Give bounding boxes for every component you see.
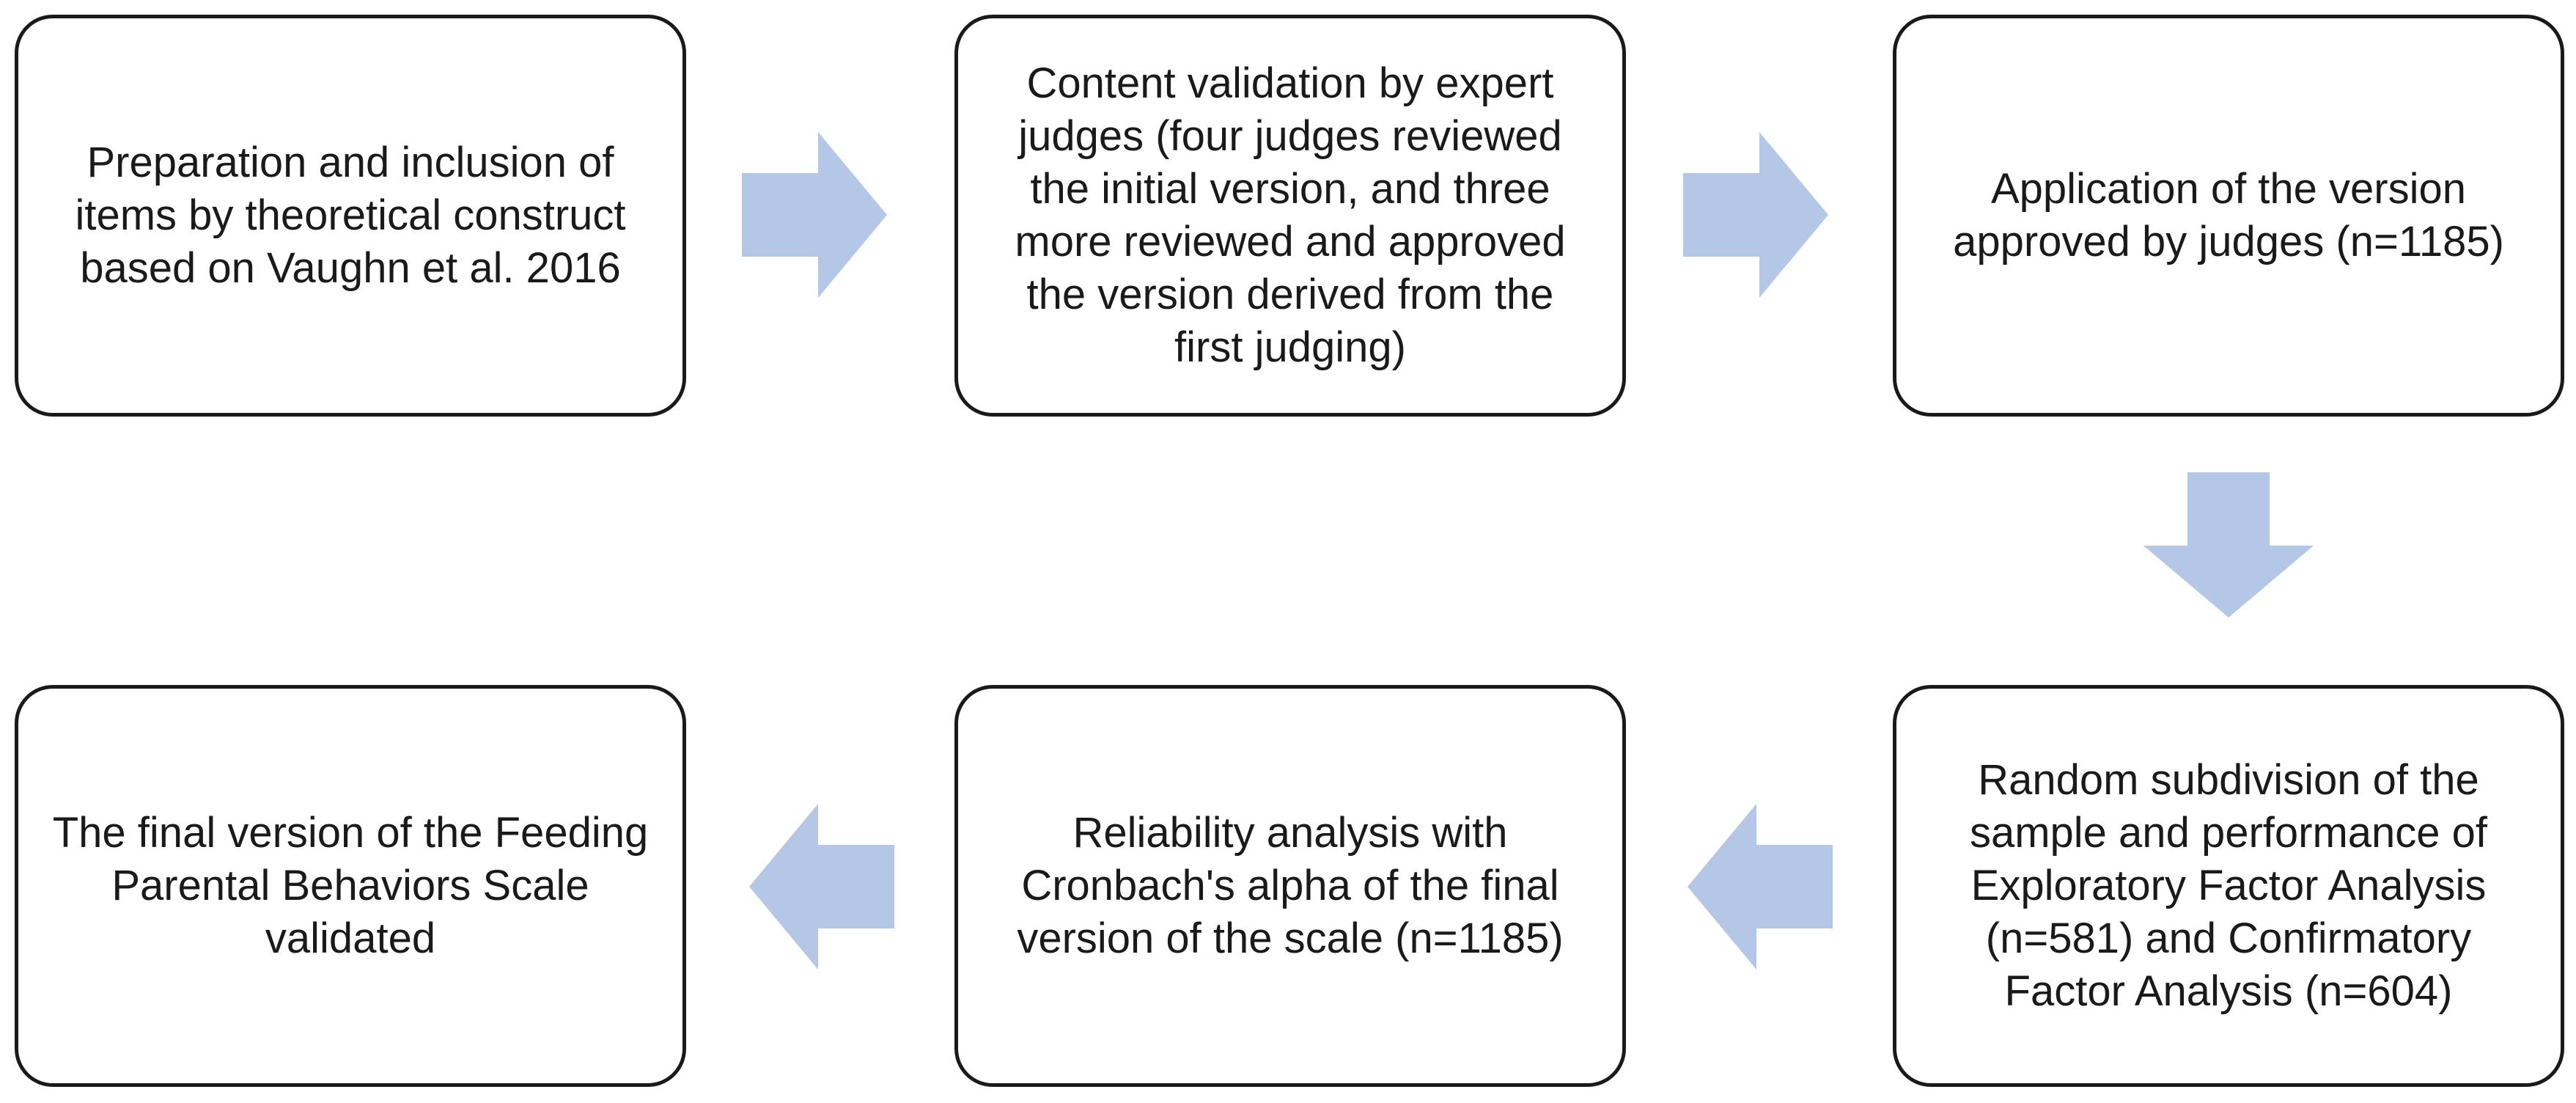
- step-6-text: The final version of the Feeding Parenta…: [52, 809, 649, 962]
- step-1-text: Preparation and inclusion of items by th…: [75, 139, 626, 292]
- step-4-box: Random subdivision of the sample and per…: [1893, 685, 2564, 1087]
- step-4-text: Random subdivision of the sample and per…: [1969, 756, 2488, 1015]
- arrow-2-3-shape: [1683, 132, 1828, 298]
- step-5-box: Reliability analysis with Cronbach's alp…: [954, 685, 1626, 1087]
- arrow-down-icon: [2143, 472, 2314, 618]
- arrow-left-icon: [749, 804, 894, 970]
- arrow-4-5-shape: [1688, 804, 1833, 970]
- arrow-right-icon: [1683, 132, 1828, 298]
- arrow-right-icon: [742, 132, 887, 298]
- step-3-text: Application of the version approved by j…: [1953, 165, 2504, 265]
- step-1-box: Preparation and inclusion of items by th…: [15, 15, 686, 417]
- step-2-text: Content validation by expert judges (fou…: [1015, 59, 1566, 371]
- step-2-box: Content validation by expert judges (fou…: [954, 15, 1626, 417]
- step-5-text: Reliability analysis with Cronbach's alp…: [1017, 809, 1564, 962]
- arrow-5-6-shape: [749, 804, 894, 970]
- step-6-box: The final version of the Feeding Parenta…: [15, 685, 686, 1087]
- arrow-left-icon: [1688, 804, 1833, 970]
- arrow-1-2-shape: [742, 132, 887, 298]
- arrow-3-4-shape: [2143, 472, 2314, 618]
- step-3-box: Application of the version approved by j…: [1893, 15, 2564, 417]
